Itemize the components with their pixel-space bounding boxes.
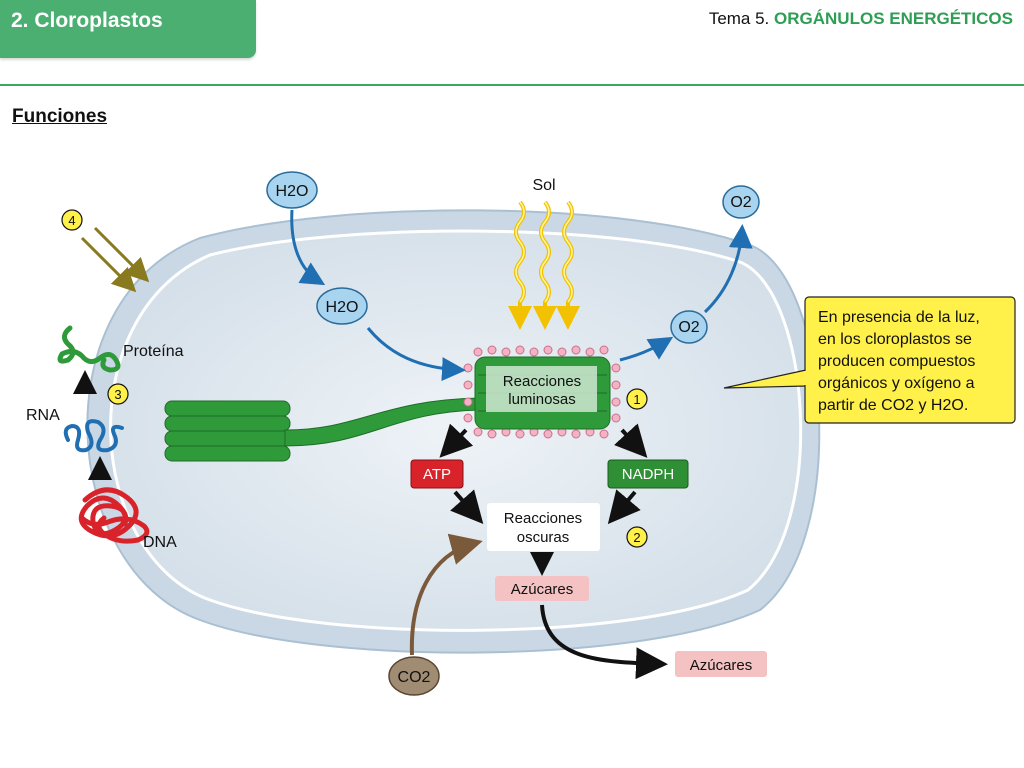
dna-label: DNA bbox=[143, 534, 177, 551]
svg-text:CO2: CO2 bbox=[398, 669, 431, 686]
oxygen-exit-arrow bbox=[703, 224, 753, 314]
svg-text:ATP: ATP bbox=[423, 466, 451, 483]
oxygen-release-arrow bbox=[619, 336, 674, 362]
co2-entry-arrow bbox=[409, 533, 483, 656]
step-3-badge bbox=[107, 383, 129, 405]
callout-box bbox=[804, 296, 1016, 424]
sun-label: Sol bbox=[532, 177, 555, 194]
protein-squiggle bbox=[57, 325, 121, 373]
page-subtitle: Funciones bbox=[12, 106, 108, 127]
svg-text:H2O: H2O bbox=[276, 183, 309, 200]
grana-stack bbox=[164, 400, 291, 462]
svg-text:NADPH: NADPH bbox=[622, 466, 675, 483]
atp-box bbox=[410, 459, 464, 489]
oxygen-outside-bubble bbox=[722, 185, 760, 219]
step-2-badge bbox=[626, 526, 648, 548]
svg-text:En presencia de la luz,: En presencia de la luz, bbox=[818, 309, 980, 326]
dna-tangle bbox=[78, 487, 150, 544]
oxygen-inside-bubble bbox=[670, 310, 708, 344]
thylakoid-stack bbox=[463, 345, 621, 439]
step-1-badge bbox=[626, 388, 648, 410]
topic-title: ORGÁNULOS ENERGÉTICOS bbox=[774, 9, 1013, 28]
light-reactions-label: Reacciones bbox=[503, 373, 581, 390]
header-divider bbox=[0, 84, 1024, 86]
svg-text:oscuras: oscuras bbox=[517, 529, 570, 546]
topic-heading: Tema 5. ORGÁNULOS ENERGÉTICOS bbox=[709, 9, 1013, 29]
topic-prefix: Tema 5. bbox=[708, 9, 770, 28]
svg-text:orgánicos y oxígeno a: orgánicos y oxígeno a bbox=[818, 375, 975, 392]
sugar-inside-box bbox=[495, 576, 589, 601]
water-outside-bubble bbox=[266, 171, 318, 209]
co2-bubble bbox=[388, 656, 440, 696]
section-title: 2. Cloroplastos bbox=[0, 0, 256, 58]
svg-text:Azúcares: Azúcares bbox=[511, 581, 574, 598]
import-arrow-1 bbox=[80, 236, 137, 293]
arrow-to-atp bbox=[439, 423, 474, 458]
svg-text:2: 2 bbox=[633, 530, 640, 545]
svg-text:H2O: H2O bbox=[326, 299, 359, 316]
svg-text:O2: O2 bbox=[678, 319, 699, 336]
water-inside-bubble bbox=[316, 287, 368, 325]
svg-text:en los cloroplastos se: en los cloroplastos se bbox=[818, 331, 972, 348]
sugar-outside-box bbox=[675, 651, 767, 677]
dark-reactions-box bbox=[487, 503, 600, 551]
nadph-box bbox=[607, 459, 689, 489]
water-entry-arrow bbox=[290, 209, 326, 286]
svg-text:producen compuestos: producen compuestos bbox=[818, 353, 975, 370]
svg-text:3: 3 bbox=[114, 387, 121, 402]
svg-text:1: 1 bbox=[633, 392, 640, 407]
svg-text:Reacciones: Reacciones bbox=[504, 510, 582, 527]
water-to-thylakoid-arrow bbox=[366, 327, 466, 382]
rna-squiggle bbox=[63, 419, 124, 453]
atp-to-dark-arrow bbox=[450, 489, 484, 524]
svg-text:O2: O2 bbox=[730, 194, 751, 211]
light-reactions-label-2: luminosas bbox=[508, 391, 576, 408]
sugar-export-arrow bbox=[540, 604, 668, 680]
arrow-to-nadph bbox=[614, 423, 648, 458]
protein-label: Proteína bbox=[123, 343, 184, 360]
nadph-to-dark-arrow bbox=[607, 489, 641, 525]
svg-text:Azúcares: Azúcares bbox=[690, 657, 753, 674]
svg-text:partir de CO2 y H2O.: partir de CO2 y H2O. bbox=[818, 397, 968, 414]
import-arrow-2 bbox=[93, 226, 150, 283]
rna-label: RNA bbox=[26, 407, 60, 424]
svg-text:4: 4 bbox=[68, 213, 75, 228]
step-4-badge bbox=[61, 209, 83, 231]
